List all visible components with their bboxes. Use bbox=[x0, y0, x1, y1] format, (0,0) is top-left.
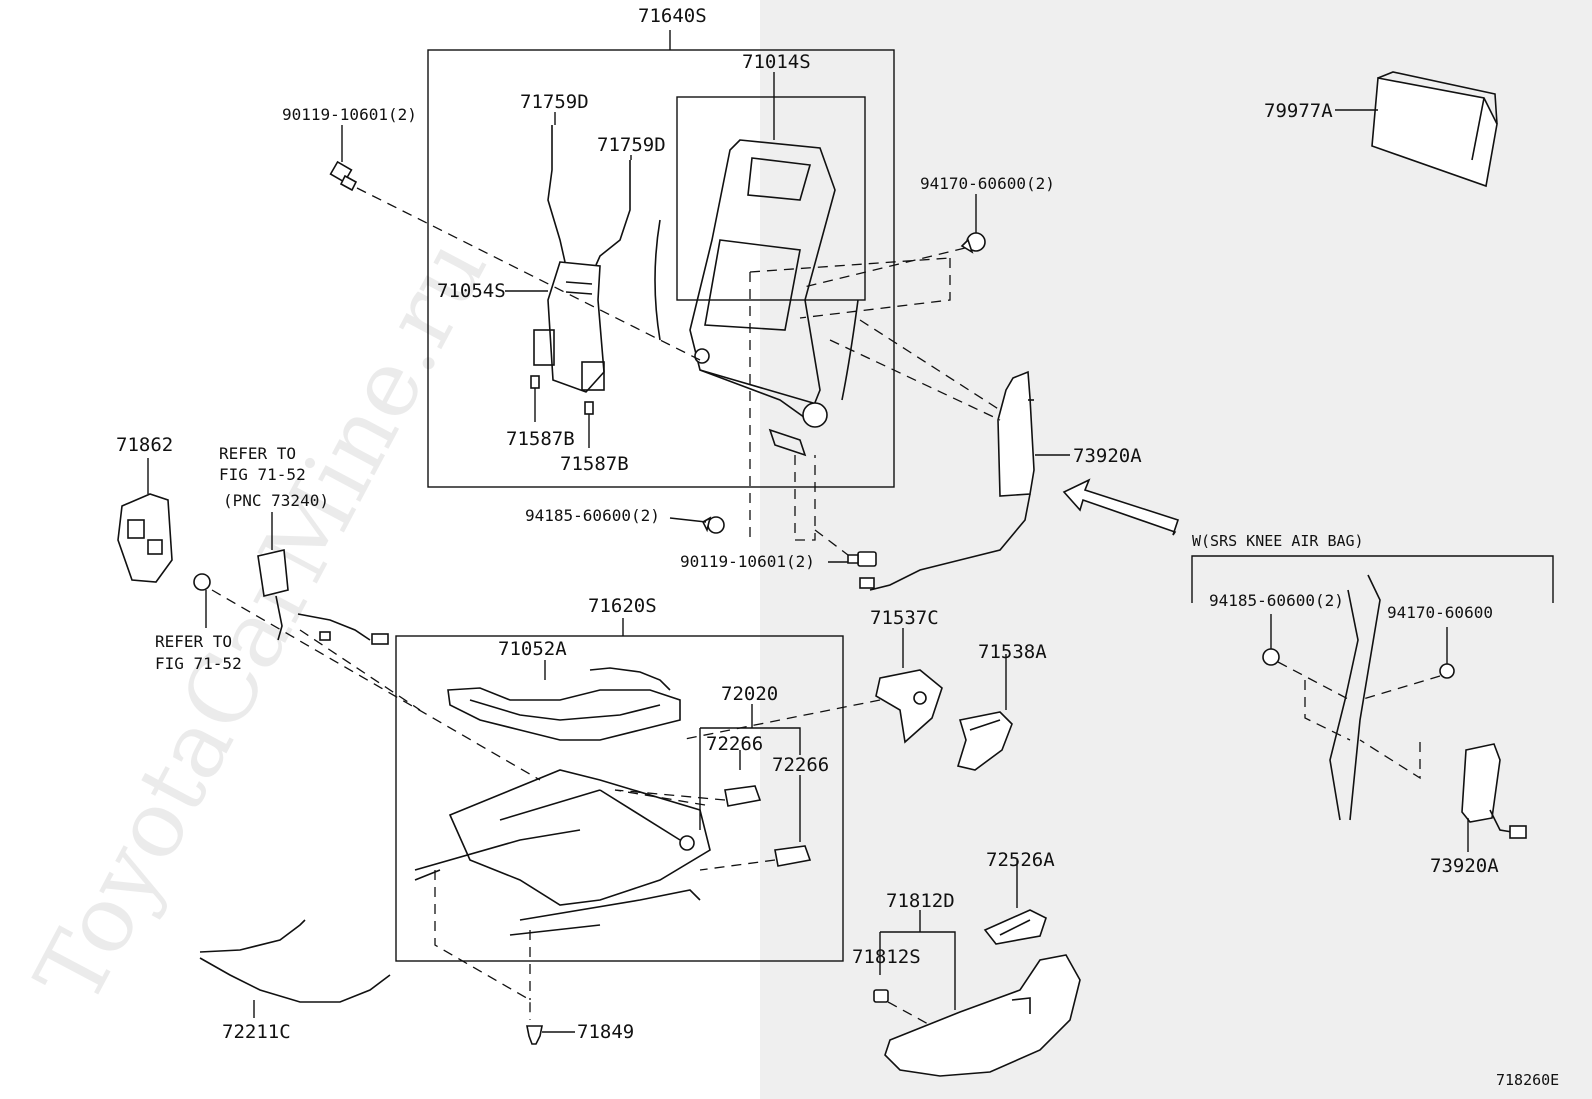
label-71812S: 71812S bbox=[852, 946, 921, 968]
label-73920A: 73920A bbox=[1073, 445, 1142, 467]
clip-94170-srs bbox=[1439, 663, 1455, 679]
label-79977A: 79977A bbox=[1264, 100, 1333, 122]
label-94170-srs: 94170-60600 bbox=[1387, 603, 1493, 622]
seat-cushion-frame bbox=[414, 769, 711, 936]
group-box-71640S bbox=[427, 49, 895, 488]
lumbar-support-71054S bbox=[533, 261, 605, 393]
label-71812D: 71812D bbox=[886, 890, 955, 912]
bolt-71849 bbox=[526, 1025, 543, 1045]
bolt-71812S bbox=[873, 989, 889, 1003]
side-airbag-73920A bbox=[859, 370, 1035, 591]
shield-71812D bbox=[884, 954, 1081, 1077]
seat-spring-71052A bbox=[447, 667, 681, 741]
label-71862: 71862 bbox=[116, 434, 173, 456]
label-71620S: 71620S bbox=[588, 595, 657, 617]
clip-71587B-a bbox=[530, 375, 540, 389]
label-refer1-line1: REFER TO bbox=[219, 444, 296, 463]
label-refer2-line1: REFER TO bbox=[155, 632, 232, 651]
bracket-72266-a bbox=[724, 785, 762, 807]
bolt-90119-mid bbox=[847, 551, 877, 567]
wire-72211C bbox=[199, 919, 391, 1003]
lumbar-wire-71759D bbox=[547, 125, 631, 266]
side-airbag-73920A-srs bbox=[1461, 743, 1527, 839]
nut-94185-srs bbox=[1262, 648, 1280, 666]
bolt-90119-top bbox=[329, 160, 358, 192]
label-90119-top: 90119-10601(2) bbox=[282, 105, 417, 124]
cover-71538A bbox=[956, 711, 1013, 771]
seat-back-frame-part bbox=[654, 139, 859, 457]
label-72526A: 72526A bbox=[986, 849, 1055, 871]
cover-72526A bbox=[983, 909, 1047, 945]
clip-94170-top bbox=[960, 232, 986, 254]
label-90119-mid: 90119-10601(2) bbox=[680, 552, 815, 571]
group-box-71620S bbox=[395, 635, 844, 962]
label-71640S: 71640S bbox=[638, 5, 707, 27]
label-94170-top: 94170-60600(2) bbox=[920, 174, 1055, 193]
label-71759D-b: 71759D bbox=[597, 134, 666, 156]
clip-71587B-b bbox=[584, 401, 594, 415]
label-94185-mid: 94185-60600(2) bbox=[525, 506, 660, 525]
label-71849: 71849 bbox=[577, 1021, 634, 1043]
pad-79977A bbox=[1371, 71, 1498, 188]
watermark: ToyotaCarMine.ru bbox=[15, 222, 507, 1021]
label-71759D-a: 71759D bbox=[520, 91, 589, 113]
srs-section-bracket bbox=[1191, 555, 1554, 603]
shaded-background-region bbox=[760, 0, 1592, 1099]
nut-94185-mid bbox=[701, 516, 725, 534]
label-71538A: 71538A bbox=[978, 641, 1047, 663]
label-71052A: 71052A bbox=[498, 638, 567, 660]
label-72020: 72020 bbox=[721, 683, 778, 705]
label-94185-srs: 94185-60600(2) bbox=[1209, 591, 1344, 610]
label-72266-b: 72266 bbox=[772, 754, 829, 776]
seat-belt-buckle bbox=[257, 549, 389, 645]
label-72211C: 72211C bbox=[222, 1021, 291, 1043]
bracket-72266-b bbox=[774, 845, 812, 867]
group-box-71014S bbox=[676, 96, 866, 301]
label-refer2-line2: FIG 71-52 bbox=[155, 654, 242, 673]
label-71014S: 71014S bbox=[742, 51, 811, 73]
diagram-code: 718260E bbox=[1496, 1071, 1559, 1089]
label-71587B-a: 71587B bbox=[506, 428, 575, 450]
label-72266-a: 72266 bbox=[706, 733, 763, 755]
nut-refer-fig bbox=[193, 573, 211, 591]
srs-seat-back-frame bbox=[1329, 574, 1381, 821]
label-71537C: 71537C bbox=[870, 607, 939, 629]
label-73920A-srs: 73920A bbox=[1430, 855, 1499, 877]
label-71587B-b: 71587B bbox=[560, 453, 629, 475]
label-refer1-line3: (PNC 73240) bbox=[223, 491, 329, 510]
label-refer1-line2: FIG 71-52 bbox=[219, 465, 306, 484]
label-srs-header: W(SRS KNEE AIR BAG) bbox=[1192, 532, 1364, 550]
bracket-71862 bbox=[117, 493, 173, 583]
label-71054S: 71054S bbox=[437, 280, 506, 302]
cover-71537C bbox=[875, 669, 943, 744]
arrow-indicator bbox=[1062, 478, 1180, 536]
